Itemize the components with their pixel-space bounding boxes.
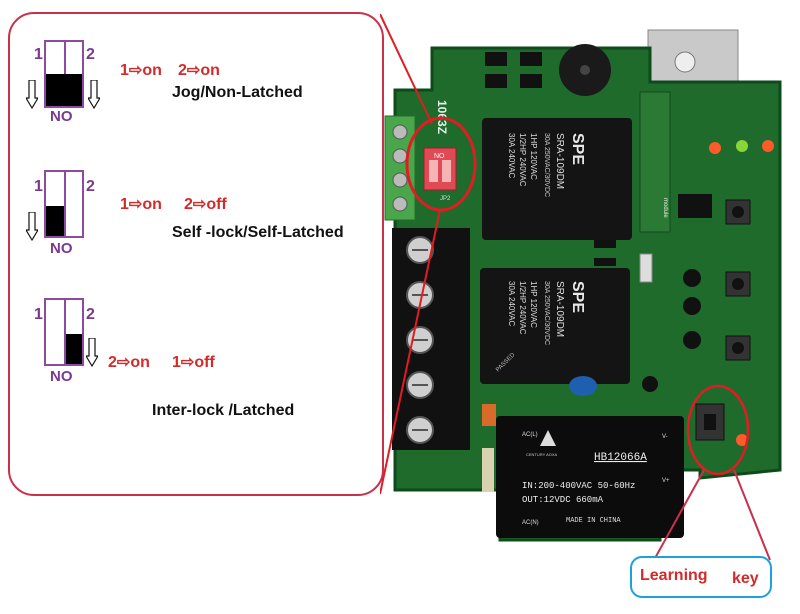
relay-bottom-model: SRA-109DM (554, 281, 565, 337)
switch-knob-2 (66, 334, 82, 364)
switch-state-b: 2⇨off (184, 196, 227, 213)
relay-bottom-spec2: 1HP 120VAC (529, 281, 538, 328)
switch-state-a: 1⇨on (120, 62, 162, 79)
dip-label: NO (434, 153, 445, 160)
switch-2-number: 2 (86, 306, 95, 323)
fuse (482, 404, 496, 426)
learning-callout-line (653, 469, 705, 561)
no-label: NO (50, 368, 73, 385)
callout-line-top (380, 13, 433, 125)
ic-chip (678, 194, 712, 218)
transistor (683, 269, 701, 287)
mode-label: Jog/Non-Latched (172, 84, 303, 101)
crystal (639, 253, 653, 283)
psu-pin-vminus: V- (662, 434, 668, 440)
down-arrow-icon (86, 338, 98, 368)
transistor (485, 52, 507, 66)
led-red (709, 142, 721, 154)
capacitor (642, 376, 658, 392)
relay-bottom-spec4: 30A 240VAC (507, 281, 516, 326)
resistor (482, 448, 494, 492)
learning-key-highlight (686, 384, 750, 476)
push-button[interactable] (725, 199, 751, 225)
psu-origin: MADE IN CHINA (566, 517, 621, 525)
psu-model: HB12066A (594, 452, 647, 464)
no-label: NO (50, 240, 73, 257)
relay-top-spec4: 30A 240VAC (507, 133, 516, 178)
mode-label: Inter-lock /Latched (152, 402, 295, 419)
right-arrow-icon: ⇨ (116, 354, 131, 371)
transistor (683, 331, 701, 349)
right-arrow-icon: ⇨ (128, 62, 143, 79)
relay-bottom-brand: SPE (569, 281, 586, 313)
dip-marking: JP2 (440, 196, 451, 202)
capacitor-blue (569, 376, 597, 396)
relay-bottom (480, 268, 630, 384)
relay-top-brand: SPE (569, 133, 586, 165)
right-arrow-icon: ⇨ (128, 196, 143, 213)
psu-input: IN:200-400VAC 50-60Hz (522, 481, 635, 491)
relay-bottom-spec1: 30A 250VAC/30VDC (543, 281, 550, 345)
module-label: module (662, 198, 668, 218)
dip-highlight-circle (405, 116, 477, 212)
psu-pin-acl: AC(L) (522, 432, 538, 438)
right-arrow-icon: ⇨ (180, 354, 195, 371)
right-arrow-icon: ⇨ (186, 62, 201, 79)
switch-2-number: 2 (86, 46, 95, 63)
switch-knob-both (46, 74, 82, 106)
switch-1-number: 1 (34, 306, 43, 323)
rf-module (639, 91, 671, 233)
learning-callout-line (733, 469, 771, 561)
smd-component (594, 240, 616, 248)
psu-pin-vplus: V+ (662, 478, 670, 484)
transistor (520, 74, 542, 88)
psu-logo-icon (540, 430, 556, 446)
relay-top-spec2: 1HP 120VAC (529, 133, 538, 180)
smd-component (594, 258, 616, 266)
led-red (762, 140, 774, 152)
dip-diagram (44, 298, 84, 366)
right-arrow-icon: ⇨ (192, 196, 207, 213)
learning-key-word2: key (732, 570, 759, 587)
psu-brand: CENTURY AOXA (526, 452, 558, 457)
mode-label: Self -lock/Self-Latched (172, 224, 344, 241)
psu-pin-acn: AC(N) (522, 520, 539, 526)
callout-line-bottom (380, 209, 441, 495)
mounting-hole (674, 51, 696, 73)
learning-key-word1: Learning (640, 567, 708, 584)
switch-state-a: 2⇨on (108, 354, 150, 371)
switch-knob-1 (46, 206, 64, 236)
power-supply-module (496, 416, 684, 538)
psu-output: OUT:12VDC 660mA (522, 495, 604, 505)
relay-bottom-spec3: 1/2HP 240VAC (518, 281, 527, 335)
transistor (485, 74, 507, 88)
dip-diagram (44, 170, 84, 238)
learning-key-callout (630, 556, 772, 598)
relay-top (482, 118, 632, 240)
led-green (736, 140, 748, 152)
switch-state-b: 2⇨on (178, 62, 220, 79)
learning-led (736, 434, 748, 446)
no-label: NO (50, 108, 73, 125)
transistor (520, 52, 542, 66)
switch-state-b: 1⇨off (172, 354, 215, 371)
switch-state-a: 1⇨on (120, 196, 162, 213)
relay-top-spec3: 1/2HP 240VAC (518, 133, 527, 187)
down-arrow-icon (26, 212, 38, 242)
switch-2-number: 2 (86, 178, 95, 195)
down-arrow-icon (26, 80, 38, 110)
down-arrow-icon (88, 80, 100, 110)
switch-1-number: 1 (34, 46, 43, 63)
switch-1-number: 1 (34, 178, 43, 195)
dip-diagram (44, 40, 84, 108)
relay-top-spec1: 30A 250VAC/30VDC (543, 133, 550, 197)
transistor (683, 297, 701, 315)
relay-top-model: SRA-109DM (554, 133, 565, 189)
relay-board-illustration: 1063Z NO JP2 SPE SRA-109DM 30A 250VAC/30… (380, 13, 782, 561)
